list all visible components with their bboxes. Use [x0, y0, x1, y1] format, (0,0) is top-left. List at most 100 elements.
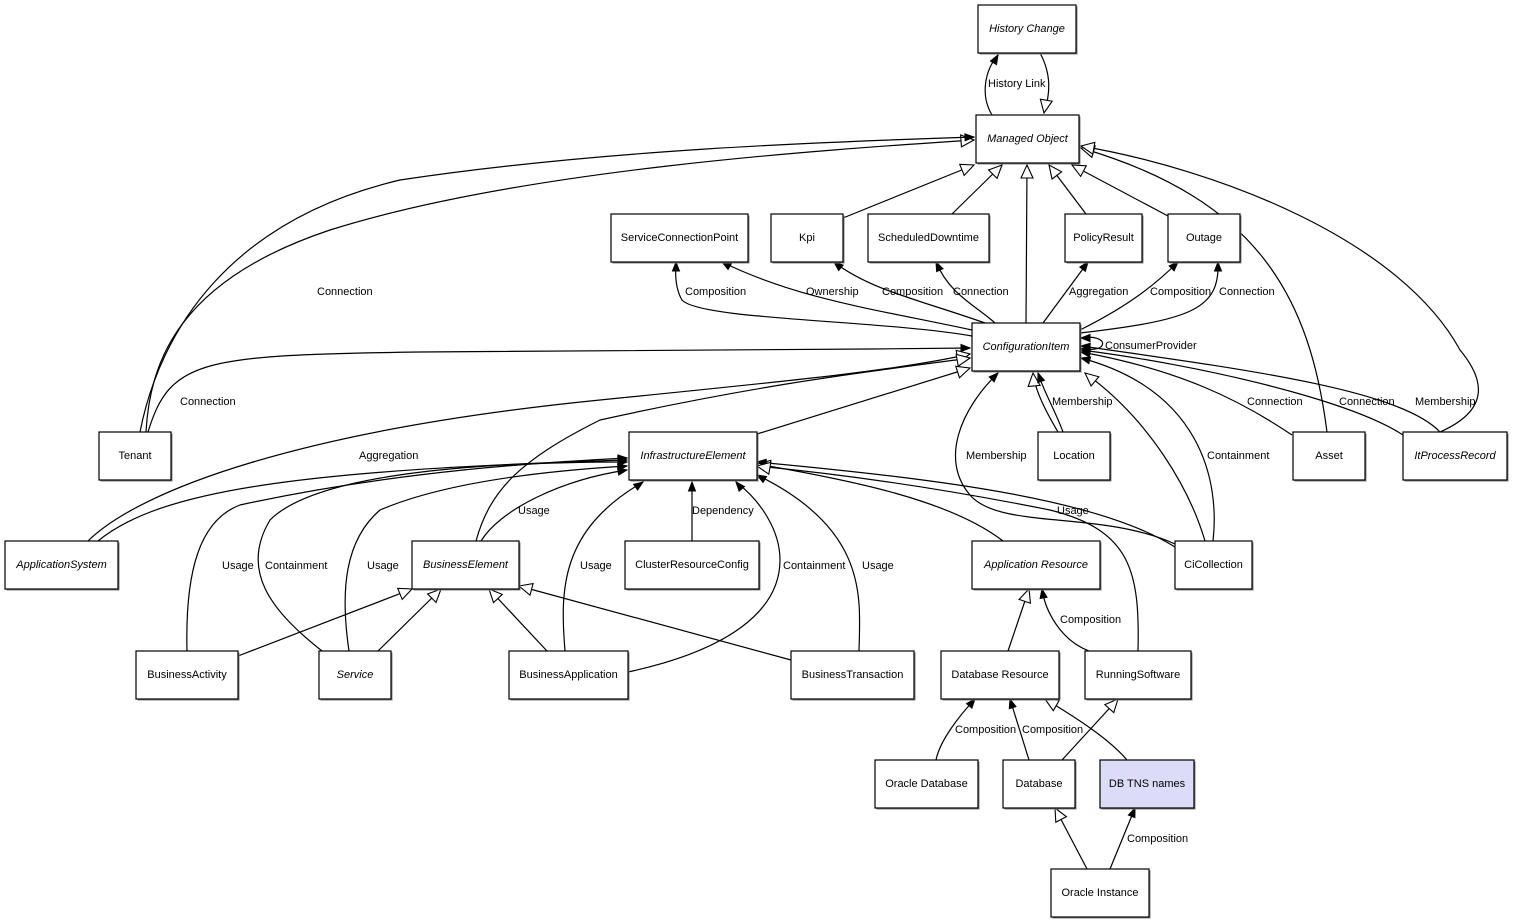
node-box	[1002, 759, 1076, 809]
edge-configuration-item-to-managed-object[interactable]	[1020, 163, 1034, 324]
node-oracle-database[interactable]: Oracle Database	[874, 759, 980, 810]
node-business-application[interactable]: BusinessApplication	[508, 650, 630, 701]
node-infrastructure-element[interactable]: InfrastructureElement	[628, 431, 759, 482]
edge-location-to-configuration-item[interactable]	[1037, 371, 1064, 433]
edge-label: Usage	[862, 560, 894, 572]
node-asset[interactable]: Asset	[1292, 431, 1367, 482]
edge-oracle-instance-to-db-tns-names[interactable]	[1109, 806, 1136, 870]
node-cluster-resource-config[interactable]: ClusterResourceConfig	[624, 540, 761, 591]
edge-it-process-record-to-configuration-item[interactable]	[1079, 346, 1404, 436]
node-database-resource[interactable]: Database Resource	[940, 650, 1061, 701]
edge-database-to-database-resource[interactable]	[1008, 697, 1030, 761]
node-tenant[interactable]: Tenant	[98, 431, 173, 482]
edge-it-process-record-to-managed-object[interactable]	[1079, 141, 1479, 433]
node-application-system[interactable]: ApplicationSystem	[4, 540, 120, 591]
edge-business-element-to-infrastructure-element[interactable]	[480, 467, 629, 542]
node-box	[624, 540, 760, 590]
association-line	[344, 465, 628, 652]
edge-ci-collection-to-configuration-item[interactable]	[1079, 356, 1215, 542]
edge-oracle-instance-to-database[interactable]	[1054, 806, 1088, 870]
node-business-transaction[interactable]: BusinessTransaction	[790, 650, 916, 701]
edge-kpi-to-managed-object[interactable]	[842, 163, 976, 219]
edge-business-application-to-business-element[interactable]	[488, 588, 548, 652]
edge-configuration-item-to-outage[interactable]	[1079, 260, 1223, 334]
association-line	[1080, 345, 1441, 433]
edge-policy-result-to-managed-object[interactable]	[1048, 163, 1087, 215]
edge-business-element-to-configuration-item[interactable]	[475, 353, 972, 542]
node-box	[610, 213, 749, 263]
edge-tenant-to-managed-object[interactable]	[145, 134, 976, 433]
node-box	[1174, 540, 1253, 590]
node-business-element[interactable]: BusinessElement	[411, 540, 521, 591]
edge-database-resource-to-application-resource[interactable]	[1007, 587, 1032, 652]
node-label: Location	[1053, 450, 1095, 462]
association-line	[833, 261, 986, 324]
inheritance-arrowhead	[488, 588, 504, 604]
node-history-change[interactable]: History Change	[977, 4, 1078, 55]
edge-configuration-item-to-scheduled-downtime[interactable]	[935, 260, 996, 324]
edge-business-activity-to-infrastructure-element[interactable]	[186, 454, 629, 652]
node-outage[interactable]: Outage	[1167, 213, 1242, 264]
edge-configuration-item-to-kpi[interactable]	[832, 261, 986, 324]
node-box	[971, 540, 1101, 590]
node-db-tns-names[interactable]: DB TNS names	[1099, 759, 1196, 810]
node-label: Oracle Database	[885, 778, 968, 790]
node-location[interactable]: Location	[1037, 431, 1112, 482]
edge-it-process-record-to-configuration-item[interactable]	[1079, 342, 1441, 433]
edge-asset-to-configuration-item[interactable]	[1079, 349, 1293, 436]
edge-running-software-to-infrastructure-element[interactable]	[755, 461, 1139, 652]
edge-label: Ownership	[806, 286, 859, 298]
node-database[interactable]: Database	[1002, 759, 1077, 810]
edge-business-application-to-infrastructure-element[interactable]	[627, 480, 781, 673]
edge-tenant-to-managed-object[interactable]	[139, 133, 976, 433]
edge-label: Membership	[966, 450, 1027, 462]
edge-history-change-to-managed-object[interactable]	[1039, 52, 1054, 115]
node-business-activity[interactable]: BusinessActivity	[135, 650, 240, 701]
edge-scheduled-downtime-to-managed-object[interactable]	[951, 164, 1003, 215]
edge-business-transaction-to-infrastructure-element[interactable]	[755, 474, 861, 652]
edge-label: Usage	[580, 560, 612, 572]
association-line	[480, 469, 628, 542]
edge-ci-collection-to-configuration-item[interactable]	[1083, 372, 1206, 542]
node-it-process-record[interactable]: ItProcessRecord	[1402, 431, 1509, 482]
edge-label: Connection	[953, 286, 1009, 298]
node-running-software[interactable]: RunningSoftware	[1084, 650, 1193, 701]
association-arrowhead	[965, 697, 976, 709]
edge-outage-to-managed-object[interactable]	[1070, 164, 1169, 217]
node-ci-collection[interactable]: CiCollection	[1174, 540, 1254, 591]
node-oracle-instance[interactable]: Oracle Instance	[1050, 868, 1151, 919]
edge-service-to-business-element[interactable]	[377, 588, 442, 652]
edge-configuration-item-to-outage[interactable]	[1079, 261, 1179, 331]
node-managed-object[interactable]: Managed Object	[975, 114, 1081, 165]
node-kpi[interactable]: Kpi	[770, 213, 845, 264]
node-box	[1402, 431, 1508, 481]
node-service[interactable]: Service	[318, 650, 393, 701]
edge-ci-collection-to-configuration-item[interactable]	[954, 372, 1176, 545]
association-line	[954, 372, 1176, 545]
edge-configuration-item-to-service-connection-point[interactable]	[671, 260, 973, 337]
inheritance-line	[756, 367, 971, 435]
node-configuration-item[interactable]: ConfigurationItem	[971, 322, 1082, 373]
edge-application-system-to-infrastructure-element[interactable]	[97, 456, 629, 542]
edge-managed-object-to-history-change[interactable]	[984, 53, 999, 116]
node-application-resource[interactable]: Application Resource	[971, 540, 1102, 591]
edge-business-transaction-to-business-element[interactable]	[517, 582, 792, 661]
edge-configuration-item-to-policy-result[interactable]	[1042, 260, 1089, 324]
edge-business-application-to-infrastructure-element[interactable]	[562, 481, 645, 652]
edge-location-to-configuration-item[interactable]	[1027, 371, 1059, 433]
edge-infrastructure-element-to-configuration-item[interactable]	[756, 365, 972, 435]
inheritance-arrowhead	[987, 164, 1003, 180]
node-scheduled-downtime[interactable]: ScheduledDowntime	[867, 213, 991, 264]
node-policy-result[interactable]: PolicyResult	[1064, 213, 1144, 264]
edge-label: Composition	[1022, 724, 1083, 736]
edge-cluster-resource-config-to-infrastructure-element[interactable]	[687, 480, 697, 541]
association-arrowhead	[1079, 342, 1091, 352]
node-label: ClusterResourceConfig	[635, 559, 749, 571]
edge-tenant-to-configuration-item[interactable]	[147, 343, 972, 433]
edge-running-software-to-application-resource[interactable]	[1039, 587, 1090, 652]
edge-business-activity-to-business-element[interactable]	[237, 587, 414, 657]
edge-application-resource-to-infrastructure-element[interactable]	[755, 459, 1004, 542]
edge-database-to-running-software[interactable]	[1061, 698, 1119, 761]
edge-oracle-database-to-database-resource[interactable]	[935, 697, 976, 761]
node-service-connection-point[interactable]: ServiceConnectionPoint	[610, 213, 750, 264]
